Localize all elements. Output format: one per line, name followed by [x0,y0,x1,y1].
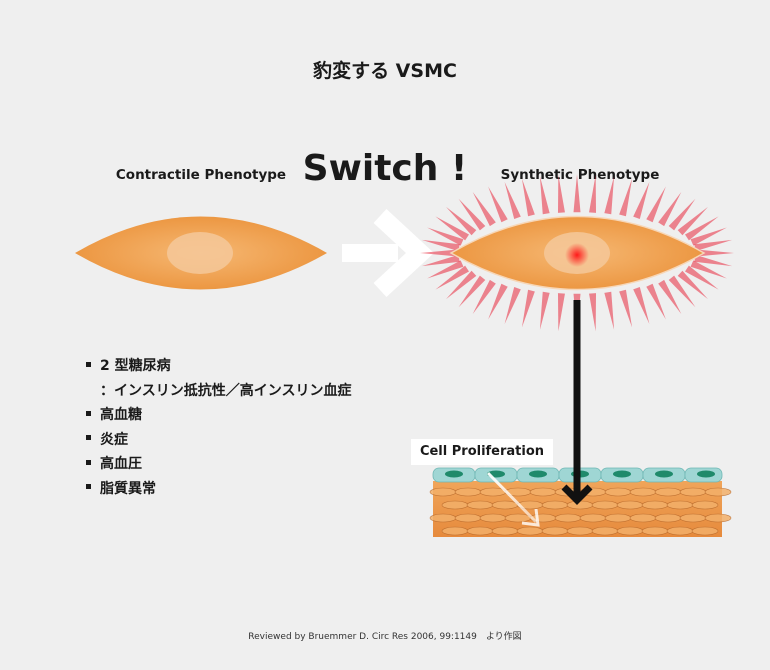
list-item: 2 型糖尿病 [86,354,351,379]
bullet-icon [86,410,91,416]
list-item: ：インスリン抵抗性／高インスリン血症 [100,382,352,399]
list-item: 炎症 [86,428,351,453]
smooth-muscle-layer [429,487,732,536]
synthetic-cell [449,215,706,291]
contractile-nucleus [167,232,233,274]
list-item: 脂質異常 [86,477,351,502]
list-item: 高血糖 [86,403,351,428]
bullet-icon [86,459,91,465]
contractile-cell [75,216,327,290]
cell-proliferation-label: Cell Proliferation [419,444,545,459]
list-item: 高血圧 [86,452,351,477]
bullet-icon [86,435,91,440]
proliferation-arrow-icon [561,300,593,505]
contractile-phenotype-label: Contractile Phenotype [115,167,287,183]
bullet-icon [86,361,91,367]
migration-arrow-icon [486,471,540,527]
cell-proliferation-box [411,439,553,465]
activation-dot [565,243,589,267]
switch-label: Switch ! [302,148,468,189]
synthetic-cell-rays [420,174,734,332]
switch-arrow-icon [342,209,434,297]
page-title: 豹変する VSMC [313,60,457,82]
footnote-citation: Reviewed by Bruemmer D. Circ Res 2006, 9… [248,632,522,642]
risk-factor-list: 2 型糖尿病 ：インスリン抵抗性／高インスリン血症 高血糖 炎症 高血圧 脂質異… [86,354,351,501]
bullet-icon [86,484,91,489]
vessel-tissue [429,467,732,537]
